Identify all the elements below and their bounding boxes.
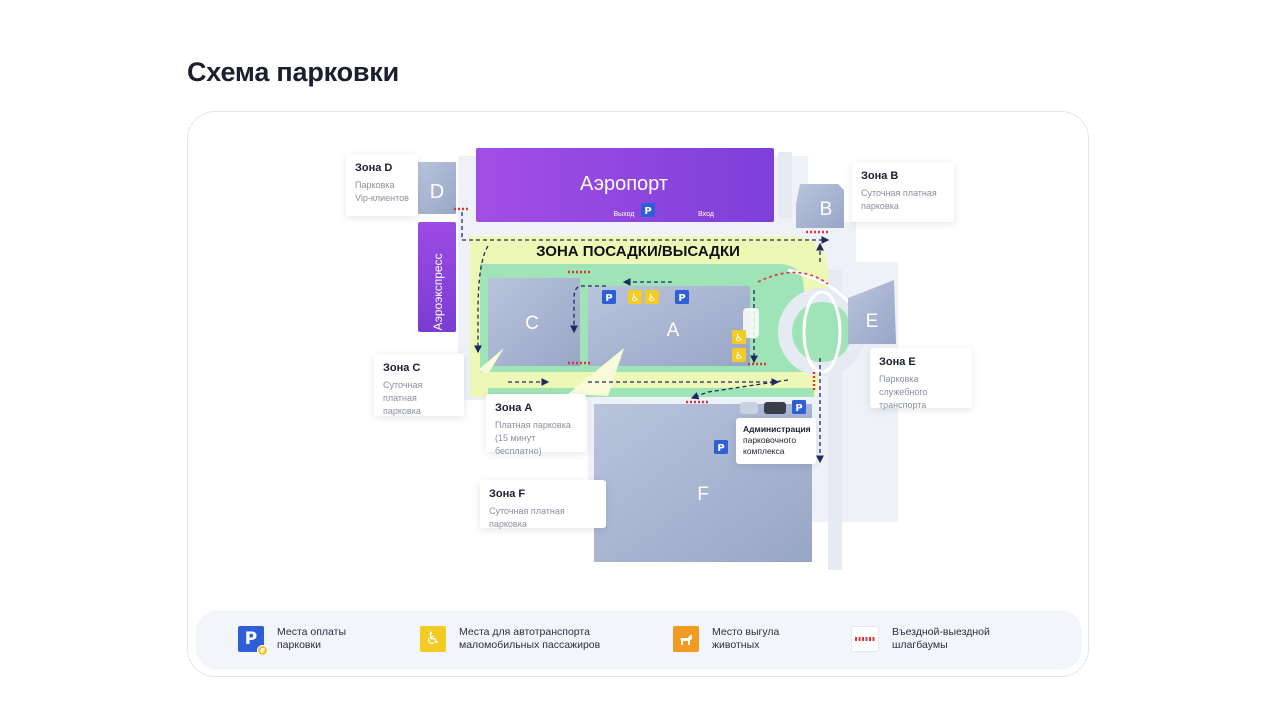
zone-f-callout: Зона F Суточная платная парковка xyxy=(480,480,606,529)
zone-e-title: Зона E xyxy=(879,356,916,368)
zone-f-title: Зона F xyxy=(489,488,526,500)
zone-a-pointer xyxy=(568,348,624,396)
accessible-parking-icon: ♿ xyxy=(420,626,446,652)
svg-text:♿: ♿ xyxy=(631,293,640,304)
road-north xyxy=(778,152,792,218)
parking-payment-icon: P₽ xyxy=(238,626,268,656)
svg-text:P: P xyxy=(717,443,724,454)
zone-b-title: Зона B xyxy=(861,170,899,182)
svg-text:♿: ♿ xyxy=(648,293,657,304)
svg-text:P: P xyxy=(605,293,612,304)
zone-c-title: Зона C xyxy=(383,362,421,374)
svg-text:♿: ♿ xyxy=(735,351,744,362)
roundabout-lines xyxy=(802,290,842,374)
airport-building xyxy=(476,148,774,222)
roundabout-green xyxy=(792,302,852,362)
pet-walking-icon xyxy=(673,626,699,652)
admin-title: Администрация xyxy=(743,424,811,434)
zone-b-letter: B xyxy=(820,199,833,220)
zone-a-block xyxy=(588,286,750,366)
zone-c-letter: C xyxy=(525,313,539,334)
zone-a-letter: A xyxy=(667,320,680,341)
zone-c-pointer xyxy=(478,348,504,374)
barriers xyxy=(454,207,830,404)
zone-f-desc: Суточная платная парковка xyxy=(489,506,565,529)
barrier-icon xyxy=(851,626,879,652)
svg-text:P: P xyxy=(795,403,802,414)
zone-d-block xyxy=(418,162,456,214)
zone-e-letter: E xyxy=(866,311,879,332)
zone-a-title: Зона A xyxy=(495,402,533,414)
zone-d-title: Зона D xyxy=(355,162,393,174)
page-title: Схема парковки xyxy=(187,57,400,87)
svg-text:♿: ♿ xyxy=(735,333,744,344)
zone-d-letter: D xyxy=(430,181,444,203)
parking-scheme-card: D Аэропорт Выход Вход P B Аэроэкспресс C… xyxy=(187,111,1089,677)
aeroexpress-label: Аэроэкспресс xyxy=(431,253,445,330)
airport-parking-icon xyxy=(641,203,655,217)
zone-f-letter: F xyxy=(697,484,709,505)
svg-text:P: P xyxy=(678,293,685,304)
map-accessible-icons: ♿ ♿ ♿ ♿ xyxy=(628,290,746,362)
roundabout-red-path xyxy=(757,271,829,285)
zone-b-block xyxy=(796,184,844,228)
zone-a-callout: Зона A Платная парковка(15 минут бесплат… xyxy=(486,394,586,456)
dropoff-zone-label: ЗОНА ПОСАДКИ/ВЫСАДКИ xyxy=(536,243,740,260)
airport-label: Аэропорт xyxy=(580,173,668,195)
zone-e-block xyxy=(848,280,896,344)
zone-c-block xyxy=(488,278,580,366)
zone-a-lane-marker xyxy=(743,308,759,338)
aeroexpress-building xyxy=(418,222,456,332)
entrance-label: Вход xyxy=(698,211,714,218)
traffic-arrows xyxy=(461,212,830,464)
map-parking-icons: P P P P xyxy=(602,290,806,454)
zone-a-desc: Платная парковка(15 минут бесплатно) xyxy=(495,420,571,456)
exit-label: Выход xyxy=(614,211,635,218)
admin-building xyxy=(764,402,786,414)
airport-parking-glyph: P xyxy=(644,206,651,217)
admin-annex xyxy=(740,402,758,414)
